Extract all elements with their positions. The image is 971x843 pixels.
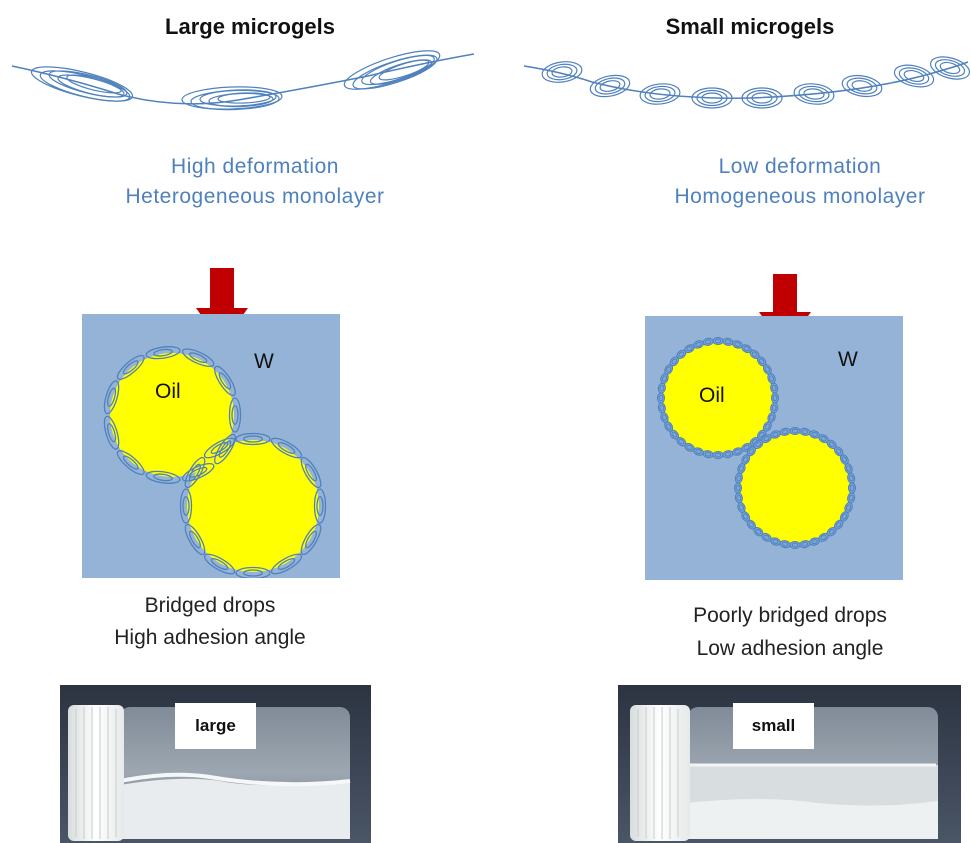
left-caption-1: Bridged drops [144, 594, 276, 617]
microgel [300, 456, 322, 489]
right-oil-drop-2 [740, 433, 850, 543]
microgel [103, 380, 120, 415]
small-microgel [929, 56, 970, 80]
left-title: Large microgels [165, 14, 335, 39]
left-oil-drop-1 [110, 353, 234, 477]
microgel [313, 488, 327, 524]
left-vial-label: large [175, 703, 256, 749]
microgel [145, 470, 181, 484]
small-microgel [541, 61, 583, 83]
right-monolayer-text: Homogeneous monolayer [674, 185, 926, 208]
small-microgel [893, 64, 935, 88]
microgel [179, 488, 193, 524]
large-microgel-chain [11, 50, 475, 111]
left-caption-2: High adhesion angle [114, 626, 306, 649]
right-water-label: W [838, 348, 858, 371]
microgel [228, 397, 242, 433]
microgel [203, 553, 236, 575]
microgel [184, 523, 206, 556]
right-title: Small microgels [665, 14, 835, 39]
right-oil-drop-1 [663, 343, 773, 453]
microgel [103, 415, 120, 450]
small-microgel [639, 83, 681, 105]
left-emulsion-panel: Oil W [82, 314, 340, 578]
right-caption-2: Low adhesion angle [696, 637, 884, 660]
left-monolayer-text: Heterogeneous monolayer [125, 185, 385, 208]
right-vial-label: small [733, 703, 814, 749]
small-microgel [841, 74, 883, 98]
left-water-label: W [254, 350, 274, 373]
microgel [214, 433, 236, 465]
microgel [270, 437, 303, 459]
microgel [116, 450, 145, 476]
microgel [300, 523, 322, 556]
right-vial-photo: small [618, 685, 961, 843]
microgel [235, 432, 271, 446]
microgel [181, 463, 215, 482]
left-drops-diagram [103, 346, 327, 578]
microgel [145, 346, 181, 360]
left-oil-drop-2 [187, 440, 319, 572]
right-emulsion-panel: Oil W [645, 316, 903, 580]
microgel [181, 348, 215, 367]
left-vial-photo: large [60, 685, 371, 843]
right-drops-diagram [657, 337, 856, 549]
microgel [270, 553, 303, 575]
right-caption-1: Poorly bridged drops [693, 604, 887, 627]
right-oil-label: Oil [699, 384, 725, 407]
microgel [235, 566, 271, 578]
left-deformation-text: High deformation [171, 155, 339, 178]
small-microgel [793, 83, 835, 105]
small-microgel [741, 87, 783, 109]
microgel [184, 456, 206, 489]
left-oil-label: Oil [155, 380, 181, 403]
microgel [203, 437, 236, 459]
small-microgel [589, 74, 631, 98]
right-deformation-text: Low deformation [718, 155, 882, 178]
microgel [214, 365, 236, 397]
microgel [116, 354, 145, 380]
small-microgel [691, 87, 733, 109]
small-microgel-chain [523, 56, 970, 109]
